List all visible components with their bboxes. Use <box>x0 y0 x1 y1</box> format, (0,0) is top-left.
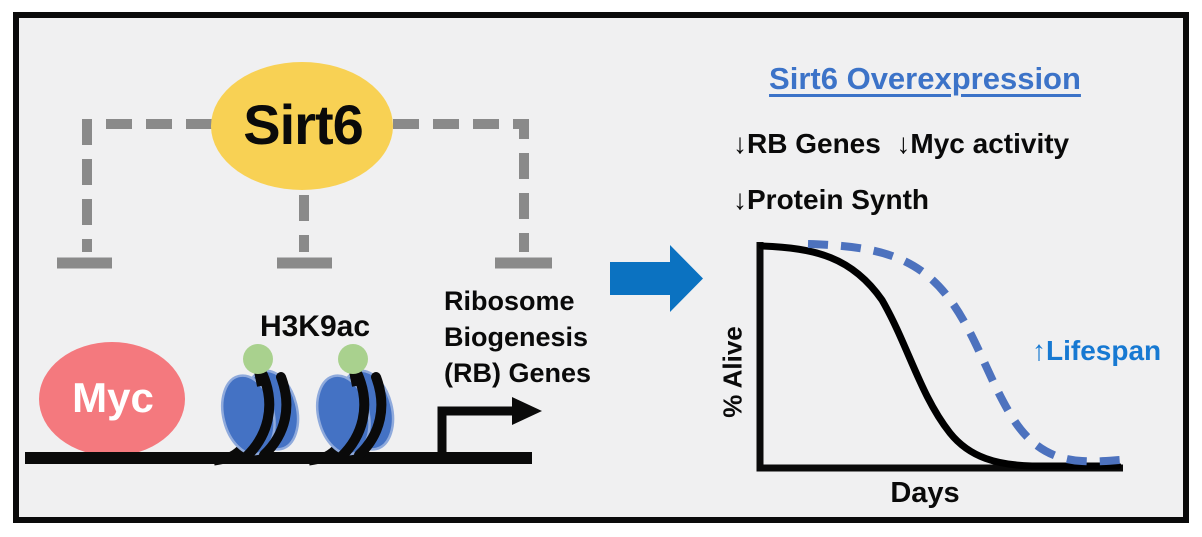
inhibition-line-to-rb-genes <box>393 119 529 252</box>
survival-plot <box>756 240 1123 472</box>
dna-wrap-strand <box>336 370 370 462</box>
rb-genes-label: Ribosome Biogenesis (RB) Genes <box>444 286 592 388</box>
transition-arrow-icon <box>610 245 703 312</box>
myc-ellipse <box>39 342 185 456</box>
figure-border <box>13 12 1189 523</box>
myc-label: Myc <box>72 374 154 421</box>
acetyl-mark <box>243 344 273 374</box>
plot-axes <box>756 242 1123 472</box>
plot-xlabel: Days <box>890 477 960 509</box>
survival-curve-baseline <box>758 242 1122 470</box>
promoter-arrow-shaft <box>437 406 512 464</box>
plot-ylabel: % Alive <box>717 326 748 418</box>
sirt6-label: Sirt6 <box>243 93 364 156</box>
effects-line-protein-synth: ↓Protein Synth <box>733 184 930 215</box>
h3k9ac-label: H3K9ac <box>259 310 371 343</box>
sirt6-inhibition-lines <box>57 119 552 269</box>
dna-wrap-strand <box>354 372 387 460</box>
dna-wrap-strand <box>259 372 292 460</box>
nucleosome <box>308 344 395 466</box>
inhibition-line-to-myc <box>82 119 212 252</box>
sirt6-ellipse <box>211 62 393 190</box>
survival-curve-sirt6-oe <box>807 240 1121 466</box>
dna-wrap-strand <box>241 370 275 462</box>
acetyl-mark <box>338 344 368 374</box>
lifespan-annotation: ↑Lifespan <box>1032 335 1162 366</box>
effects-line-rb-myc: ↓RB Genes ↓Myc activity <box>733 128 1070 159</box>
promoter-arrowhead <box>512 397 542 425</box>
promoter-arrow <box>437 397 542 464</box>
nucleosome <box>213 344 300 466</box>
sirt6-overexpression-title: Sirt6 Overexpression <box>769 61 1081 96</box>
